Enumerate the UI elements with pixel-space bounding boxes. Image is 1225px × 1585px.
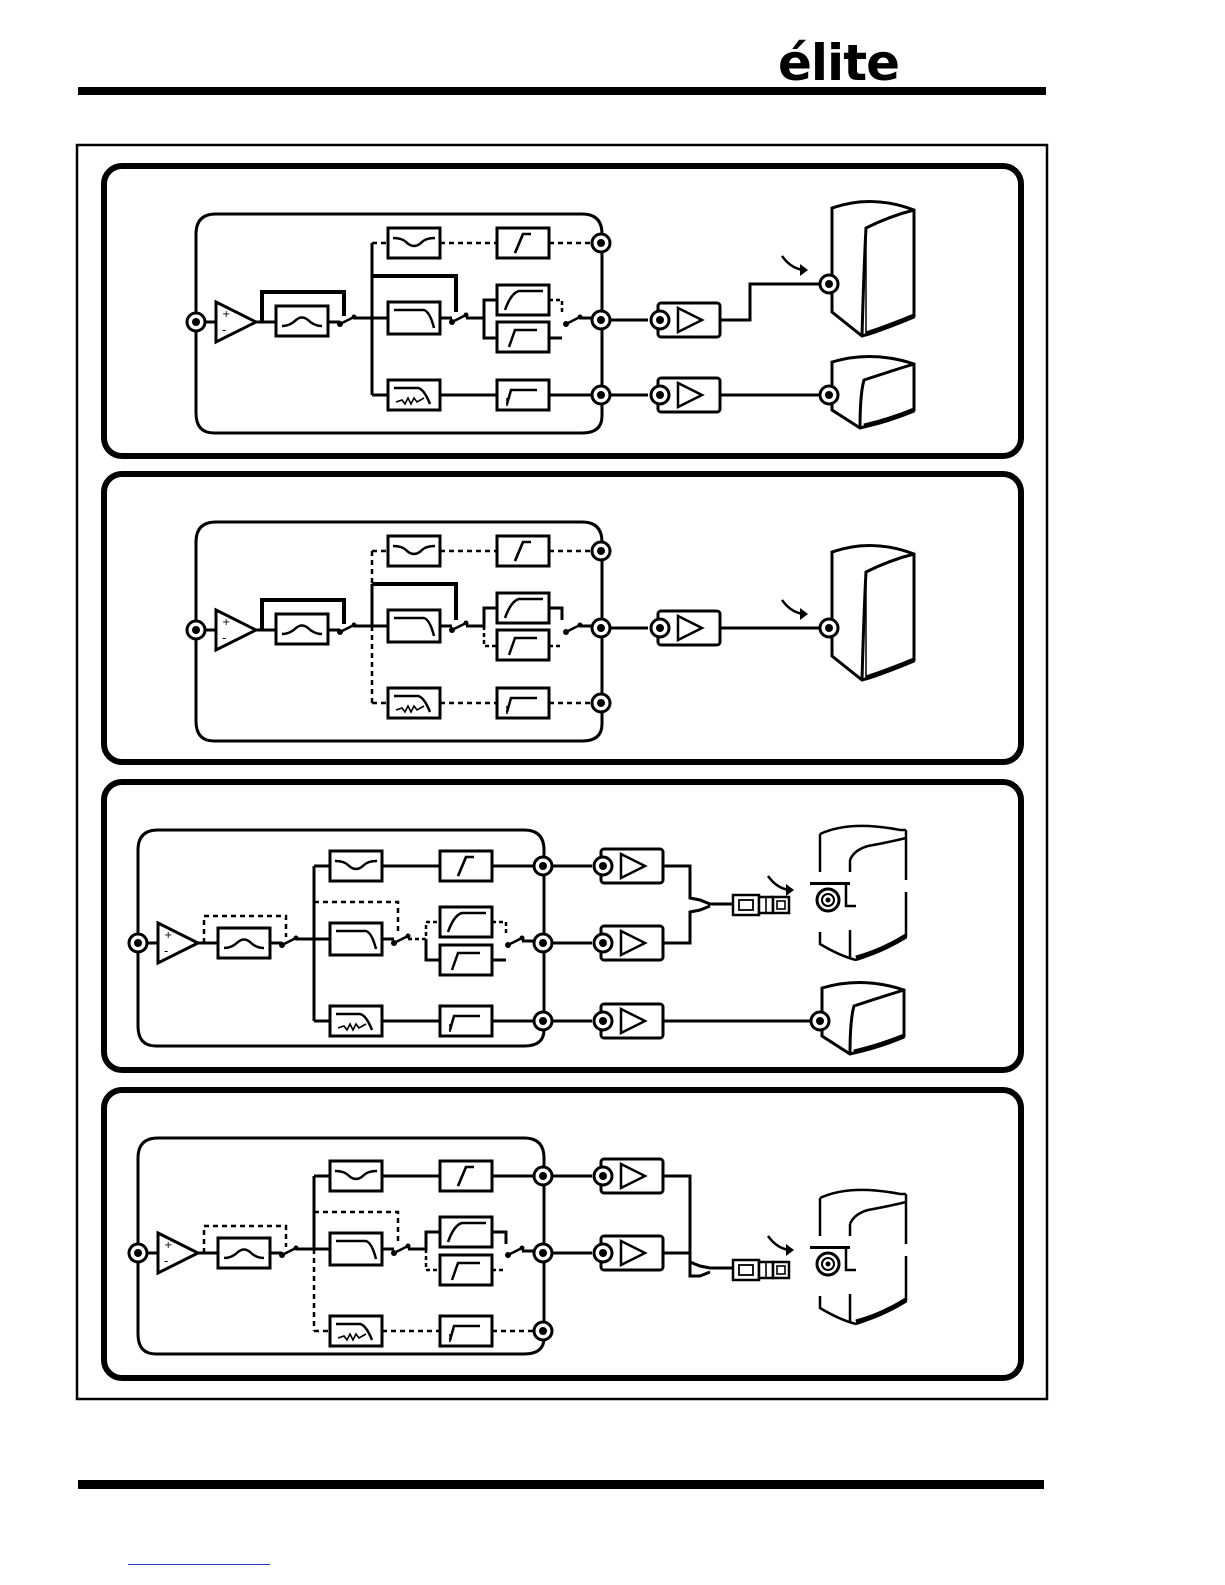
diagram-config-2 <box>104 474 1021 762</box>
connect-arrow-icon <box>768 1236 794 1256</box>
power-amp-icon <box>651 611 720 645</box>
highpass-curve-icon <box>440 1217 492 1247</box>
eq-icon <box>276 614 328 644</box>
highpass-steep-icon <box>440 945 492 975</box>
diagram-config-1 <box>104 166 1021 456</box>
speakon-connector-icon <box>733 1260 789 1280</box>
speaker-input-icon <box>820 619 838 637</box>
power-amp-icon <box>594 1004 663 1038</box>
power-amp-icon <box>594 849 663 883</box>
highpass-curve-icon <box>497 285 549 315</box>
eq-icon <box>218 928 270 958</box>
eq-icon <box>276 306 328 336</box>
output-jack-icon[interactable] <box>592 542 610 560</box>
speaker-cabinet-icon <box>832 201 914 336</box>
output-jack-icon[interactable] <box>534 857 552 875</box>
speaker-cabinet-cutaway-icon <box>810 1190 906 1324</box>
output-jack-icon[interactable] <box>534 934 552 952</box>
notch-filter-icon <box>388 228 440 258</box>
diagram-panel <box>104 1090 1021 1378</box>
highpass-filter-icon <box>440 1161 492 1191</box>
highpass-curve-icon <box>497 593 549 623</box>
output-jack-icon[interactable] <box>592 386 610 404</box>
power-amp-icon <box>594 1236 663 1270</box>
input-amp-icon <box>158 1233 198 1273</box>
highpass-filter-icon <box>497 228 549 258</box>
diagram-config-4 <box>104 1090 1021 1378</box>
footer-rule <box>78 1480 1044 1489</box>
output-jack-icon[interactable] <box>592 311 610 329</box>
highpass-filter-icon <box>440 851 492 881</box>
notch-filter-icon <box>388 536 440 566</box>
input-jack-icon[interactable] <box>187 621 205 639</box>
output-jack-icon[interactable] <box>592 234 610 252</box>
notch-filter-icon <box>330 851 382 881</box>
eq-icon <box>218 1238 270 1268</box>
output-switch-icon[interactable] <box>563 315 583 328</box>
shelf-filter-icon <box>497 380 549 410</box>
subwoofer-cabinet-icon <box>832 356 914 428</box>
connect-arrow-icon <box>782 600 808 620</box>
highpass-steep-icon <box>497 322 549 352</box>
notch-filter-icon <box>330 1161 382 1191</box>
output-jack-icon[interactable] <box>592 694 610 712</box>
header-rule <box>78 87 1046 95</box>
lowpass-filter-icon <box>330 923 382 955</box>
output-jack-icon[interactable] <box>534 1012 552 1030</box>
input-jack-icon[interactable] <box>129 1244 147 1262</box>
variable-lowpass-icon <box>330 1006 382 1036</box>
power-amp-icon <box>594 926 663 960</box>
shelf-filter-icon <box>497 688 549 718</box>
speaker-input-icon <box>820 386 838 404</box>
speaker-cabinet-cutaway-icon <box>810 826 906 960</box>
variable-lowpass-icon <box>388 688 440 718</box>
connect-arrow-icon <box>782 256 808 276</box>
speaker-input-icon <box>820 275 838 293</box>
power-amp-icon <box>651 378 720 412</box>
lowpass-filter-icon <box>330 1233 382 1265</box>
input-jack-icon[interactable] <box>129 934 147 952</box>
brand-logo: élite <box>778 34 899 92</box>
diagram-config-3 <box>104 782 1021 1070</box>
shelf-filter-icon <box>440 1006 492 1036</box>
output-jack-icon[interactable] <box>534 1244 552 1262</box>
footer-link-underline[interactable] <box>128 1564 270 1565</box>
variable-lowpass-icon <box>330 1316 382 1346</box>
highpass-steep-icon <box>497 630 549 660</box>
output-jack-icon[interactable] <box>592 619 610 637</box>
lowpass-filter-icon <box>388 302 440 334</box>
speakon-connector-icon <box>733 895 789 915</box>
output-switch-icon[interactable] <box>563 623 583 636</box>
input-amp-icon <box>158 923 198 963</box>
input-jack-icon[interactable] <box>187 313 205 331</box>
highpass-filter-icon <box>497 536 549 566</box>
input-amp-icon <box>216 610 256 650</box>
output-jack-icon[interactable] <box>534 1322 552 1340</box>
highpass-steep-icon <box>440 1255 492 1285</box>
output-switch-icon[interactable] <box>505 936 525 949</box>
output-switch-icon[interactable] <box>505 1246 525 1259</box>
output-jack-icon[interactable] <box>534 1167 552 1185</box>
subwoofer-cabinet-icon <box>822 982 904 1054</box>
input-amp-icon <box>216 302 256 342</box>
power-amp-icon <box>594 1159 663 1193</box>
shelf-filter-icon <box>440 1316 492 1346</box>
connect-arrow-icon <box>768 876 794 896</box>
speaker-input-icon <box>811 1012 829 1030</box>
power-amp-icon <box>651 303 720 337</box>
variable-lowpass-icon <box>388 380 440 410</box>
lowpass-filter-icon <box>388 610 440 642</box>
speaker-cabinet-icon <box>832 545 914 680</box>
highpass-curve-icon <box>440 907 492 937</box>
